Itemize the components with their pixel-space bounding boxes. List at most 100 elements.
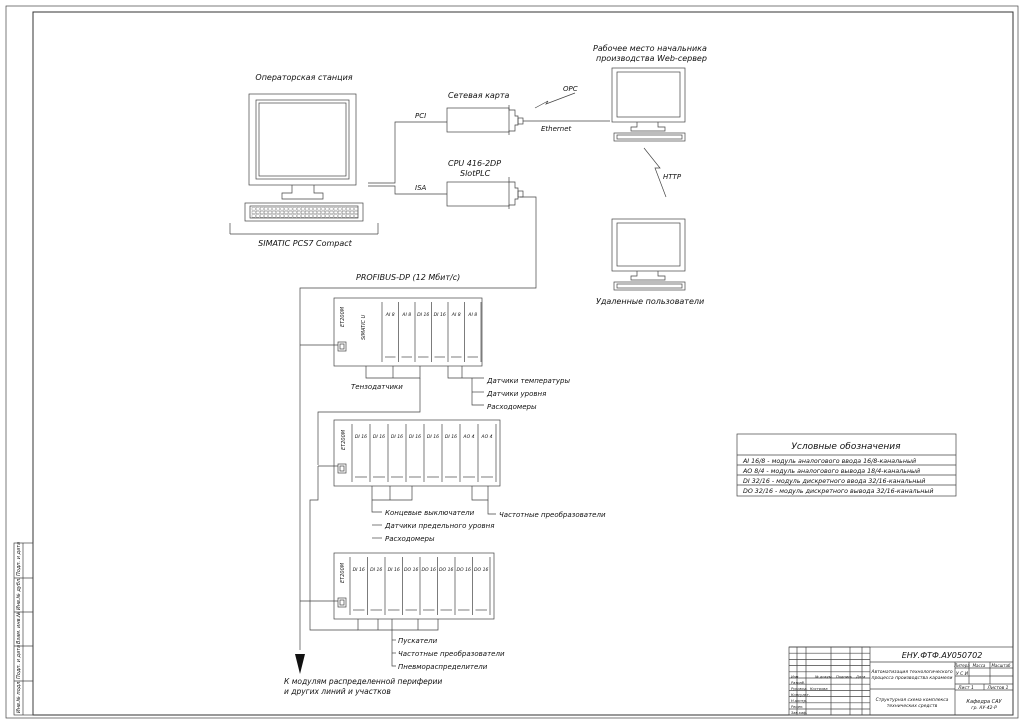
module-label: AO 4 bbox=[462, 434, 474, 440]
opc-label: OPC bbox=[563, 85, 578, 93]
side-stamp-cell: Подп. и дата bbox=[16, 645, 22, 679]
rack-2-label: Частотные преобразователи bbox=[499, 511, 606, 519]
rack-3-label: Пускатели bbox=[398, 637, 438, 645]
periphery-arrow-icon bbox=[295, 654, 305, 674]
legend-item: DO 32/16 - модуль дискретного вывода 32/… bbox=[743, 488, 933, 495]
stamp-org: Кафедра САУ bbox=[966, 699, 1002, 705]
stamp-row-label: Н.контр. bbox=[791, 699, 807, 703]
rack-1-label: Датчики уровня bbox=[486, 390, 546, 398]
http-label: HTTP bbox=[663, 173, 682, 181]
rack-2-head: ET200M bbox=[341, 429, 347, 450]
periphery-label-2: и других линий и участков bbox=[284, 687, 391, 696]
rack-3-label: Пневмораспределители bbox=[398, 663, 488, 671]
legend-item: AO 8/4 - модуль аналогового вывода 18/4-… bbox=[742, 468, 920, 475]
cpu-card-icon bbox=[446, 177, 524, 209]
module-label: DI 16 bbox=[373, 434, 385, 440]
module-label: DI 16 bbox=[388, 567, 400, 573]
module-label: DI 16 bbox=[355, 434, 367, 440]
rack-2-label: Концевые выключатели bbox=[385, 509, 475, 517]
module-label: DI 16 bbox=[427, 434, 439, 440]
module-label: AI 8 bbox=[451, 312, 461, 318]
isa-label: ISA bbox=[415, 184, 427, 192]
workstation-monitor-icon bbox=[611, 67, 686, 142]
workstation-title-2: производства Web-сервер bbox=[596, 54, 707, 63]
remote-users-label: Удаленные пользователи bbox=[596, 297, 704, 306]
legend-title: Условные обозначения bbox=[791, 442, 901, 452]
stamp-scale-header: Масштаб bbox=[991, 663, 1011, 668]
side-stamp-cell: Взам. инв.№ bbox=[16, 612, 22, 644]
stamp-org: гр. АУ-42-Р bbox=[971, 705, 997, 711]
rack-1-label: Датчики температуры bbox=[486, 377, 570, 385]
operator-station-keyboard-icon bbox=[244, 202, 364, 222]
stamp-col-label: № докум. bbox=[814, 675, 833, 679]
module-label: DI 16 bbox=[353, 567, 365, 573]
side-stamp: Подп. и дата Инв.№ дубл. Взам. инв.№ Под… bbox=[13, 542, 34, 716]
module-label: DO 16 bbox=[474, 567, 489, 573]
module-label: AI 8 bbox=[401, 312, 411, 318]
profibus-label: PROFIBUS-DP (12 Мбит/с) bbox=[356, 273, 460, 282]
rack-3-head: ET200M bbox=[340, 562, 346, 583]
rack-1-label: Расходомеры bbox=[487, 403, 537, 411]
legend-item: AI 16/8 - модуль аналогового ввода 16/8-… bbox=[742, 458, 916, 465]
legend: Условные обозначения AI 16/8 - модуль ан… bbox=[736, 433, 957, 497]
rack-1-label: Тензодатчики bbox=[351, 383, 403, 391]
stamp-lit-value: У С И bbox=[956, 671, 969, 677]
module-label: DO 16 bbox=[422, 567, 437, 573]
rack-3-label: Частотные преобразователи bbox=[398, 650, 505, 658]
ethernet-label: Ethernet bbox=[541, 125, 572, 133]
stamp-lit-header: Литера bbox=[953, 663, 970, 668]
side-stamp-cell: Подп. и дата bbox=[16, 542, 22, 576]
outer-border bbox=[5, 5, 1019, 719]
module-label: DO 16 bbox=[404, 567, 419, 573]
http-link-bolt bbox=[643, 147, 667, 198]
stamp-sheet-title: технических средств bbox=[887, 704, 938, 709]
stamp-mass-header: Масса bbox=[973, 663, 986, 668]
remote-users-monitor-icon bbox=[611, 218, 686, 291]
stamp-sheets: Листов 1 bbox=[986, 685, 1008, 691]
network-card-icon bbox=[446, 105, 524, 135]
legend-item: DI 32/16 - модуль дискретного ввода 32/1… bbox=[743, 478, 925, 485]
isa-bus-line bbox=[368, 185, 447, 195]
stamp-row-label: Разраб. bbox=[791, 681, 805, 685]
stamp-doc-title: Автоматизация технологического bbox=[870, 669, 952, 675]
stamp-row-label: Изм bbox=[791, 675, 799, 679]
rack-1-cpu: SIMATIC U bbox=[361, 314, 367, 340]
rack-2: ET200M DI 16 DI 16 DI 16 DI 16 DI 16 DI 16 AO … bbox=[309, 419, 606, 600]
station-title: Операторская станция bbox=[255, 73, 352, 82]
station-caption: SIMATIC PCS7 Compact bbox=[258, 239, 353, 248]
periphery-label-1: К модулям распределенной периферии bbox=[284, 677, 442, 686]
pci-label: PCI bbox=[415, 112, 426, 120]
module-label: DI 16 bbox=[409, 434, 421, 440]
stamp-col-label: Дата bbox=[855, 675, 865, 679]
title-block: ЕНУ.ФТФ.АУ050702 Автоматизация технологи… bbox=[788, 646, 1014, 716]
side-stamp-cell: Инв.№ дубл. bbox=[16, 577, 22, 610]
module-label: DI 16 bbox=[370, 567, 382, 573]
workstation-title-1: Рабочее место начальника bbox=[593, 44, 707, 53]
module-label: DO 16 bbox=[439, 567, 454, 573]
module-label: DI 16 bbox=[445, 434, 457, 440]
inner-border bbox=[32, 11, 1014, 716]
opc-link-bolt bbox=[534, 92, 576, 109]
rack-2-label: Расходомеры bbox=[385, 535, 435, 543]
profibus-line bbox=[299, 196, 537, 650]
stamp-author: Кострова bbox=[810, 687, 828, 691]
rack-2-label: Датчики предельного уровня bbox=[384, 522, 494, 530]
stamp-row-label: Рецен. bbox=[791, 705, 804, 709]
stamp-doc-title: процесса производства карамели bbox=[872, 676, 953, 681]
network-card-label: Сетевая карта bbox=[448, 91, 510, 100]
module-label: DI 16 bbox=[417, 312, 429, 318]
rack-1: ET200M SIMATIC U AI 8 AI 8 DI 16 DI 16 AI 8 A… bbox=[300, 297, 570, 465]
stamp-row-label: Руковод. bbox=[791, 687, 808, 691]
module-label: AO 4 bbox=[480, 434, 492, 440]
module-label: DO 16 bbox=[457, 567, 472, 573]
cpu-card-label-2: SlotPLC bbox=[460, 169, 491, 178]
module-label: AI 8 bbox=[467, 312, 477, 318]
stamp-sheet-title: Структурная схема комплекса bbox=[876, 697, 949, 703]
stamp-col-label: Подпись bbox=[836, 675, 852, 679]
stamp-row-label: Зав.каф. bbox=[791, 711, 807, 715]
side-stamp-cell: Инв.№ подл. bbox=[16, 680, 22, 713]
rack-1-head: ET200M bbox=[340, 306, 346, 327]
